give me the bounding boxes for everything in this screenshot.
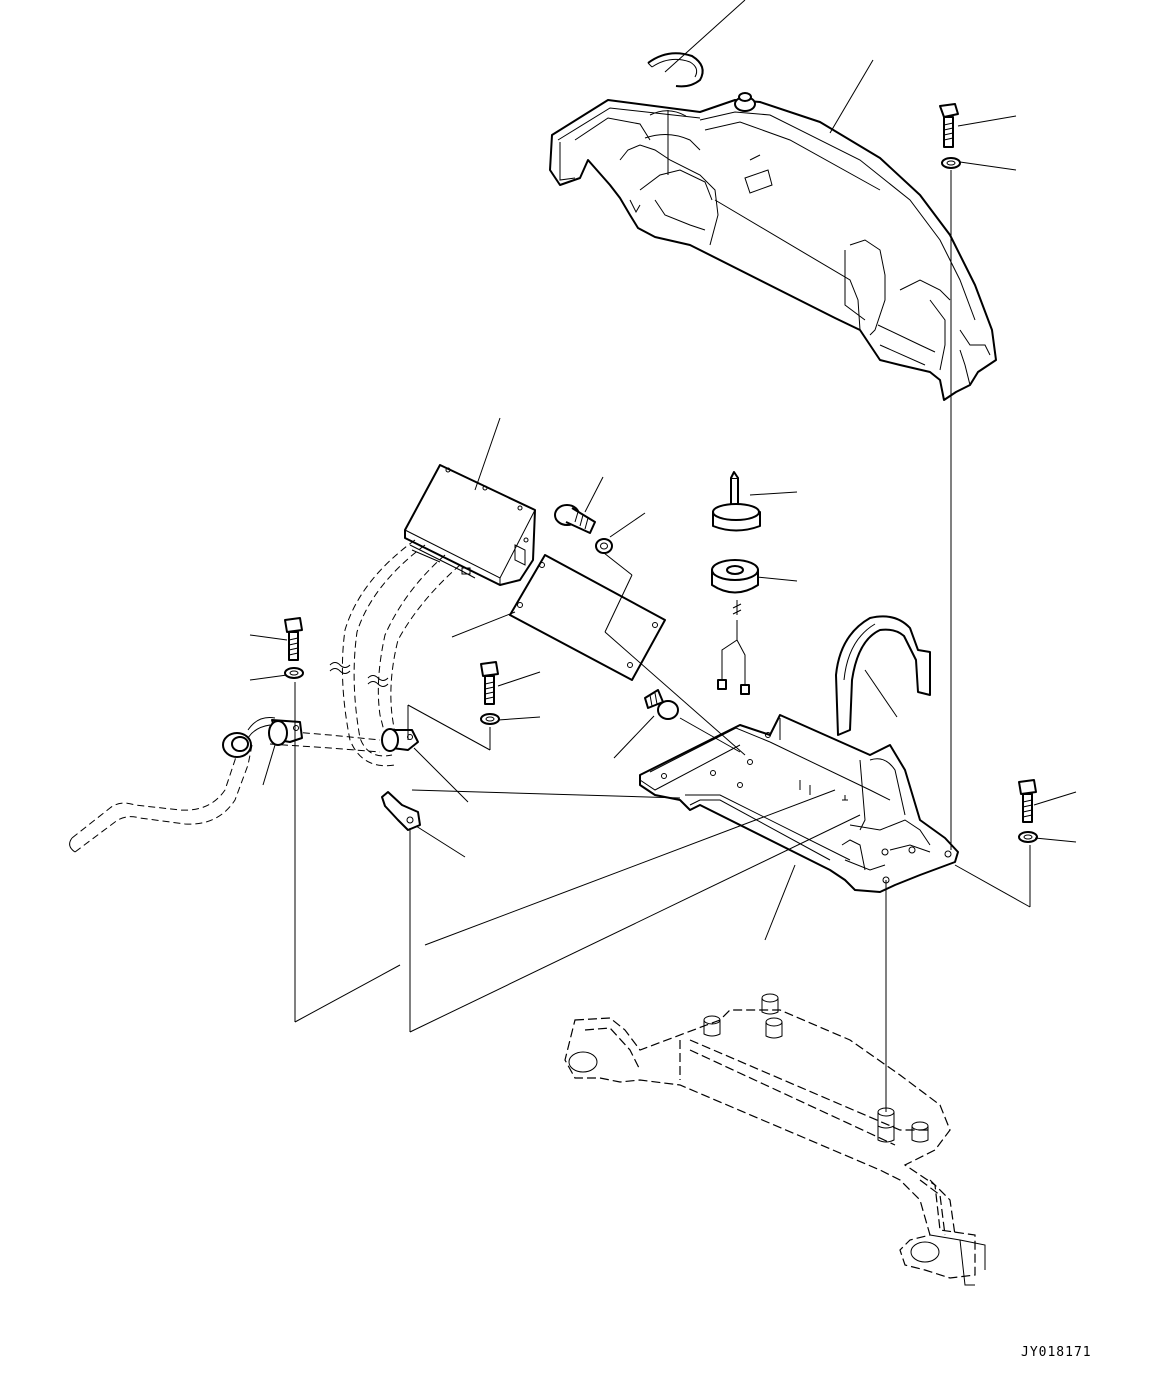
hose-clamp-left [268, 719, 303, 746]
washer-middle [595, 538, 613, 554]
grommet [222, 732, 252, 758]
wire-harness [329, 539, 461, 767]
stud-mount [712, 471, 761, 532]
bolt-small-center [644, 689, 679, 720]
bolt-top-right [939, 103, 959, 148]
console-cover [549, 92, 997, 401]
bolt-center [480, 661, 499, 705]
controller-box [404, 464, 536, 586]
base-frame [564, 993, 986, 1286]
bolt-middle [554, 504, 596, 534]
assembly-lines [249, 0, 1077, 1112]
bracket-small [381, 791, 421, 831]
guard-loop [835, 615, 931, 736]
hose [69, 717, 381, 853]
drawing-id-code: JY018171 [1021, 1345, 1092, 1360]
mounting-plate [509, 554, 666, 681]
stud-wire [717, 600, 750, 695]
rubber-cushion [711, 559, 759, 594]
washer-left [284, 667, 304, 679]
washer-center [480, 713, 500, 725]
snap-ring [647, 52, 704, 88]
hose-clamp-right [381, 728, 419, 752]
washer-right [1018, 831, 1038, 843]
bolt-left [284, 617, 303, 661]
bolt-right [1018, 779, 1037, 823]
washer-top-right [941, 157, 961, 169]
